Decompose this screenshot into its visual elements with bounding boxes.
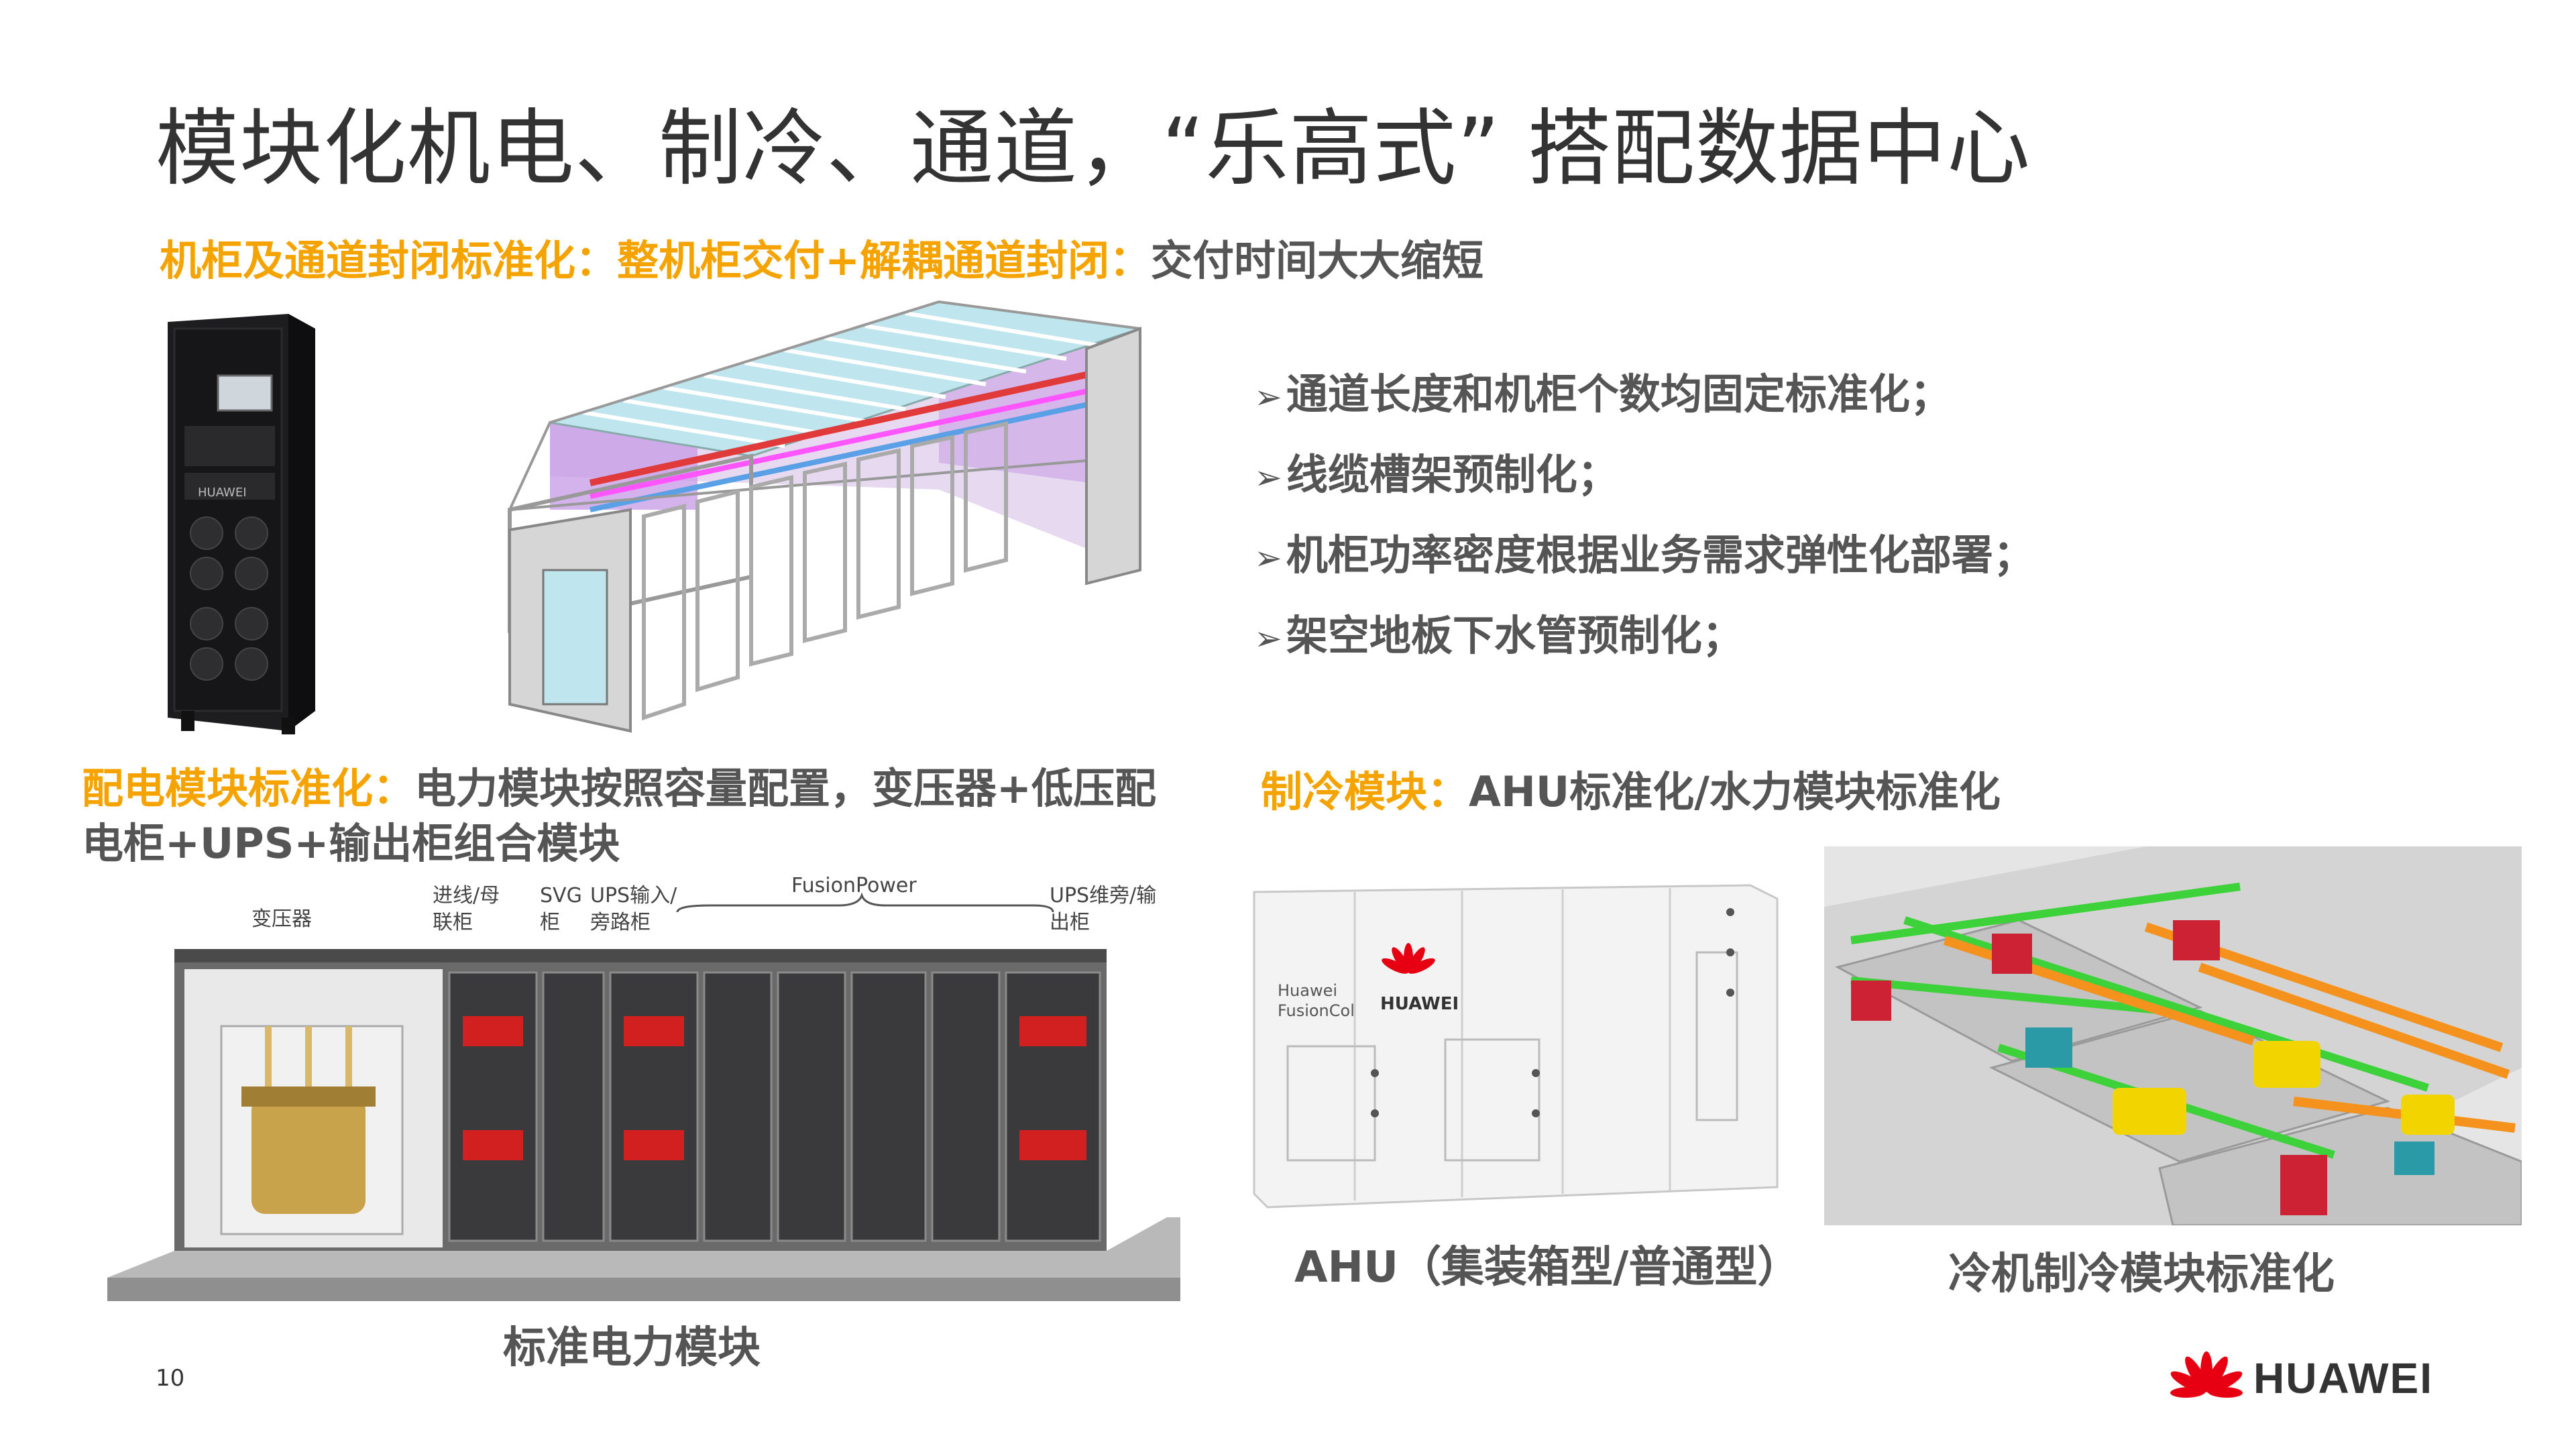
svg-text:联柜: 联柜 — [433, 911, 473, 934]
bullet-item: ➢架空地板下水管预制化； — [1254, 611, 1744, 660]
feature-bullet-list: ➢通道长度和机柜个数均固定标准化； ➢线缆槽架预制化； ➢机柜功率密度根据业务需… — [1254, 355, 2035, 677]
huawei-logo: HUAWEI — [2166, 1345, 2433, 1412]
label-transformer: 变压器 — [251, 907, 312, 931]
section-cooling-text: AHU标准化/水力模块标准化 — [1469, 767, 2001, 816]
logo-text: HUAWEI — [2253, 1354, 2433, 1402]
label-fusionpower: FusionPower — [791, 874, 917, 897]
bullet-item: ➢机柜功率密度根据业务需求弹性化部署； — [1254, 531, 2035, 579]
label-ups-output: UPS维旁/输 — [1050, 884, 1156, 907]
caption-ahu: AHU（集装箱型/普通型） — [1294, 1243, 1801, 1292]
section-power-text-2: 电柜+UPS+输出柜组合模块 — [82, 819, 620, 868]
chiller-module-image — [1824, 846, 2522, 1225]
label-svg: SVG — [540, 884, 582, 907]
caption-power-module: 标准电力模块 — [503, 1323, 761, 1373]
ahu-brand: HUAWEI — [1380, 994, 1459, 1014]
ahu-huawei-logo-icon — [1382, 943, 1435, 974]
svg-text:出柜: 出柜 — [1050, 911, 1090, 934]
bullet-item: ➢线缆槽架预制化； — [1254, 450, 1619, 499]
svg-text:柜: 柜 — [540, 911, 560, 934]
section-cabinet-heading: 机柜及通道封闭标准化：整机柜交付+解耦通道封闭：交付时间大大缩短 — [160, 227, 1483, 287]
caption-chiller: 冷机制冷模块标准化 — [1948, 1249, 2335, 1299]
section-cabinet-label: 机柜及通道封闭标准化：整机柜交付+解耦通道封闭： — [160, 236, 1151, 285]
bullet-arrow-icon: ➢ — [1254, 458, 1282, 497]
power-module-image: 变压器 进线/母 联柜 SVG 柜 UPS输入/ 旁路柜 FusionPower… — [107, 874, 1180, 1301]
ahu-label-1: Huawei — [1278, 981, 1337, 1000]
bullet-arrow-icon: ➢ — [1254, 619, 1282, 658]
section-power-heading: 配电模块标准化：电力模块按照容量配置，变压器+低压配 电柜+UPS+输出柜组合模… — [82, 761, 1156, 871]
bullet-item: ➢通道长度和机柜个数均固定标准化； — [1254, 370, 1952, 419]
svg-text:旁路柜: 旁路柜 — [590, 911, 651, 934]
label-ups-input: UPS输入/ — [590, 884, 677, 907]
page-number: 10 — [156, 1365, 185, 1392]
section-power-label: 配电模块标准化： — [82, 764, 415, 813]
cabinet-brand: HUAWEI — [198, 486, 247, 500]
aisle-containment-image — [507, 300, 1141, 733]
section-cooling-label: 制冷模块： — [1261, 767, 1469, 816]
section-cooling-heading: 制冷模块：AHU标准化/水力模块标准化 — [1261, 758, 2001, 818]
section-power-text-1: 电力模块按照容量配置，变压器+低压配 — [414, 764, 1156, 813]
page-title: 模块化机电、制冷、通道，“乐高式” 搭配数据中心 — [156, 101, 2031, 197]
bullet-arrow-icon: ➢ — [1254, 378, 1282, 416]
ahu-image: Huawei FusionCol HUAWEI — [1253, 884, 1779, 1209]
label-incoming: 进线/母 — [433, 884, 500, 907]
huawei-flower-icon — [2170, 1351, 2243, 1398]
section-cabinet-text: 交付时间大大缩短 — [1150, 236, 1483, 285]
cabinet-image: HUAWEI — [168, 314, 315, 734]
bullet-arrow-icon: ➢ — [1254, 539, 1282, 577]
ahu-label-2: FusionCol — [1278, 1001, 1355, 1020]
